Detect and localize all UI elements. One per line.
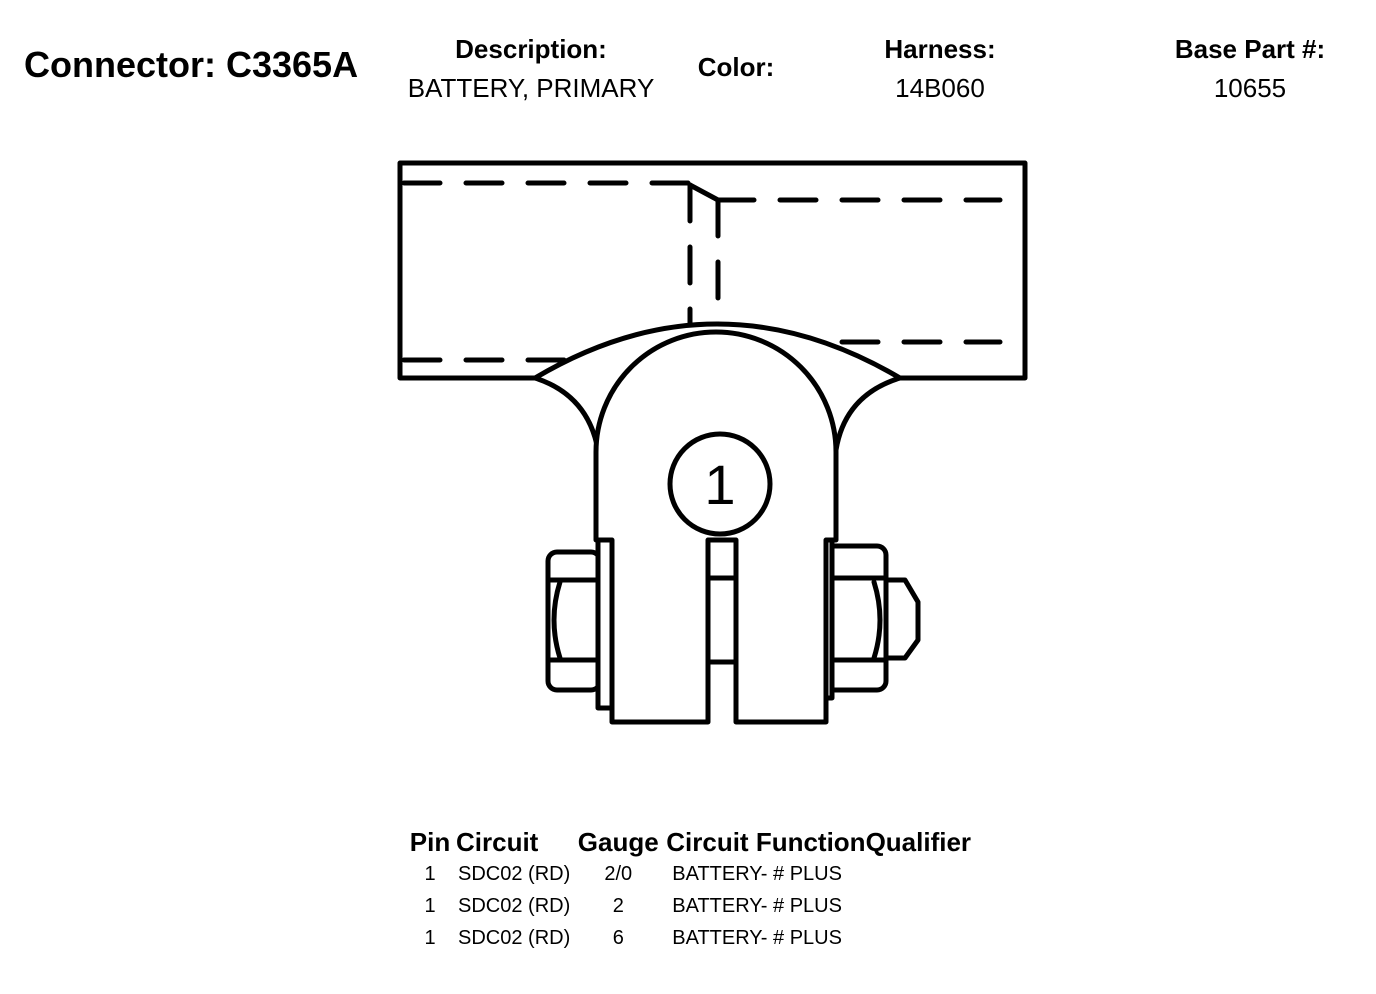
connector-diagram: 1 (397, 160, 1028, 725)
cell-pin: 1 (424, 862, 436, 885)
header-qualifier: Qualifier (865, 826, 972, 857)
table-row: 1 SDC02 (RD) 2/0 BATTERY- # PLUS (404, 858, 1006, 890)
table-header-row: Pin Circuit Gauge Circuit Function Quali… (404, 826, 1006, 858)
connector-title: Connector: C3365A (24, 44, 359, 85)
cell-gauge: 6 (612, 926, 624, 949)
table-row: 1 SDC02 (RD) 6 BATTERY- # PLUS (404, 922, 1006, 954)
color-block: Color: (690, 52, 782, 83)
pin-label: 1 (704, 453, 735, 516)
description-value: BATTERY, PRIMARY (407, 73, 655, 103)
cell-gauge: 2 (612, 894, 624, 917)
right-nut (823, 543, 921, 693)
cell-circuit-function: BATTERY- # PLUS (672, 926, 842, 949)
cell-circuit: SDC02 (RD) (458, 926, 571, 949)
header-circuit-function: Circuit Function (666, 826, 866, 857)
base-part-label: Base Part #: (1174, 34, 1326, 64)
cell-pin: 1 (424, 926, 436, 949)
base-part-block: Base Part #: 10655 (1160, 34, 1340, 104)
base-part-value: 10655 (1213, 73, 1287, 103)
cell-pin: 1 (424, 894, 436, 917)
cell-circuit: SDC02 (RD) (458, 862, 571, 885)
cell-circuit-function: BATTERY- # PLUS (672, 862, 842, 885)
cell-gauge: 2/0 (604, 862, 633, 885)
header-circuit: Circuit (456, 826, 539, 857)
description-label: Description: (455, 34, 607, 64)
pin-table: Pin Circuit Gauge Circuit Function Quali… (404, 826, 1006, 954)
header-gauge: Gauge (577, 826, 659, 857)
cell-circuit-function: BATTERY- # PLUS (672, 894, 842, 917)
description-block: Description: BATTERY, PRIMARY (392, 34, 670, 104)
harness-value: 14B060 (895, 73, 985, 103)
table-row: 1 SDC02 (RD) 2 BATTERY- # PLUS (404, 890, 1006, 922)
pin-circle (667, 431, 773, 537)
harness-label: Harness: (884, 34, 996, 64)
harness-block: Harness: 14B060 (860, 34, 1020, 104)
left-nut (545, 549, 603, 693)
cell-circuit: SDC02 (RD) (458, 894, 571, 917)
color-label: Color: (697, 52, 775, 82)
header-pin: Pin (409, 826, 451, 857)
